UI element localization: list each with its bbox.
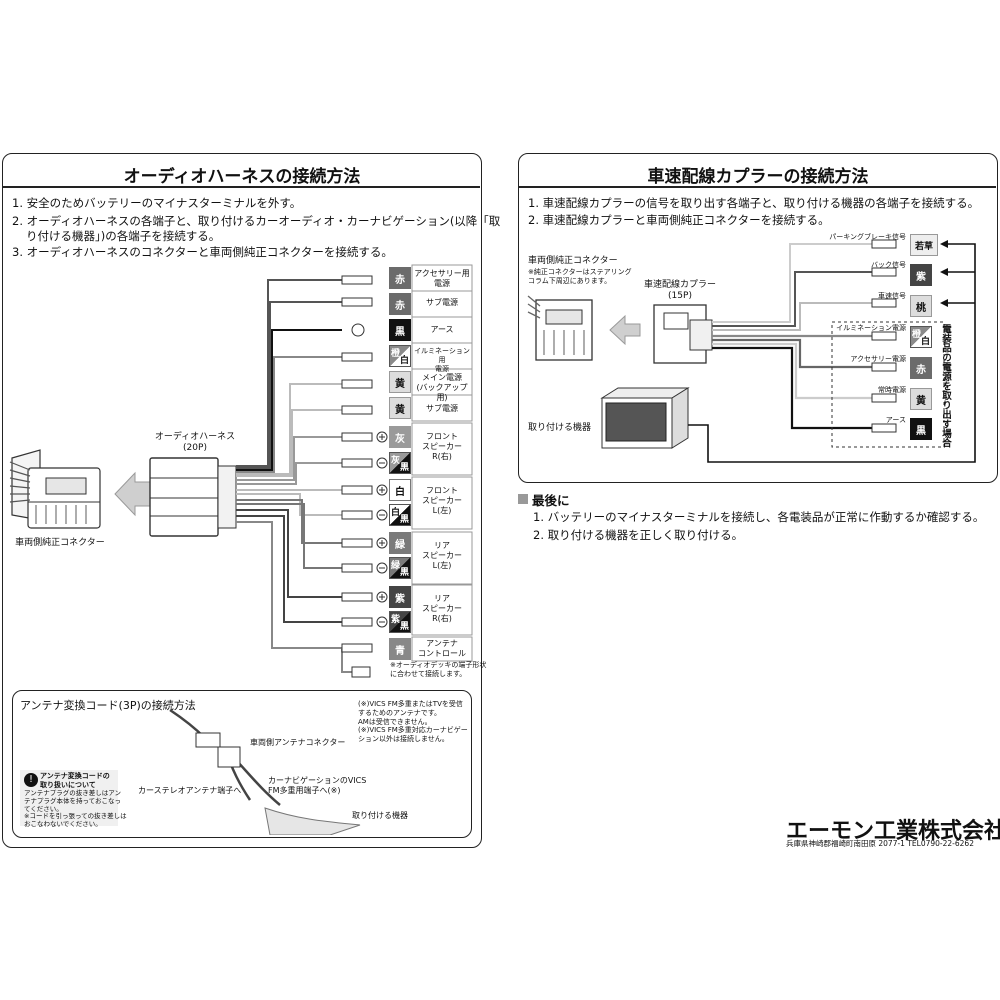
label-sub-power-red: サブ電源 [426, 298, 458, 307]
audio-harness-diagram [9, 264, 473, 678]
label-main-power: メイン電源 (バックアップ用) [416, 373, 468, 402]
vertical-note: 電装品の電源を取り出す場合 [940, 324, 951, 448]
company-address: 兵庫県神崎郡福崎町南田原 2077-1 TEL0790-22-6262 [786, 839, 974, 848]
antenna-title: アンテナ変換コード(3P)の接続方法 [20, 699, 196, 712]
wire-color-blue: 青 [389, 638, 411, 660]
wire-color-red-sub: 赤 [389, 293, 411, 315]
vehicle-antenna-label: 車両側アンテナコネクター [250, 738, 346, 747]
wire-color-purple-right: 紫 [910, 264, 932, 286]
left-title-divider [3, 186, 480, 188]
caution-icon: ! [24, 773, 38, 787]
left-step-3: 3. オーディオハーネスのコネクターと車両側純正コネクターを接続する。 [12, 245, 393, 259]
wire-color-black-right: 黒 [910, 418, 932, 440]
wire-color-green-black: 緑 黒 [389, 557, 411, 579]
finally-step-1: 1. バッテリーのマイナスターミナルを接続し、各電装品が正常に作動するか確認する… [533, 510, 985, 524]
label-rear-speaker-l: リア スピーカー L(左) [422, 541, 462, 570]
wire-color-black: 黒 [389, 319, 411, 341]
antenna-diagram [169, 708, 361, 835]
wire-color-purple-black: 紫 黒 [389, 611, 411, 633]
right-insert-arrow [609, 314, 641, 346]
label-ground-right: アース [885, 416, 906, 424]
wire-color-green: 緑 [389, 532, 411, 554]
wire-color-lightgreen: 若草 [910, 234, 938, 256]
label-front-speaker-l: フロント スピーカー L(左) [422, 486, 462, 515]
label-illumination-power: イルミネーション電源 [836, 324, 906, 332]
wire-color-gray-black: 灰 黒 [389, 452, 411, 474]
wire-color-orange-white-right: 橙 白 [910, 326, 932, 348]
label-sub-power-yellow: サブ電源 [426, 404, 458, 413]
antenna-device-label: 取り付ける機器 [352, 811, 408, 820]
wire-color-orange-white: 橙 白 [389, 345, 411, 367]
left-step-1: 1. 安全のためバッテリーのマイナスターミナルを外す。 [12, 196, 302, 210]
wire-color-yellow-right: 黄 [910, 388, 932, 410]
right-vehicle-connector-label: 車両側純正コネクター [528, 256, 618, 266]
insert-arrow [114, 471, 151, 517]
company-logo-name: エーモン工業株式会社 [786, 819, 1000, 844]
label-front-speaker-r: フロント スピーカー R(右) [422, 432, 462, 461]
label-constant-power: 常時電源 [878, 386, 906, 394]
speed-coupler-diagram [527, 239, 976, 463]
label-speed-signal: 車速信号 [878, 292, 906, 300]
wire-color-purple: 紫 [389, 586, 411, 608]
label-antenna-control: アンテナ コントロール [418, 639, 466, 658]
wire-color-white-black: 白 黒 [389, 504, 411, 526]
label-ground: アース [430, 325, 454, 334]
label-acc-power-right: アクセサリー電源 [850, 355, 906, 363]
head-unit-drawing [600, 387, 690, 449]
label-rear-speaker-r: リア スピーカー R(右) [422, 594, 462, 623]
antenna-note-2: (※)VICS FM多重対応カーナビゲー ション以外は接続しません。 [358, 726, 468, 744]
caution-body: アンテナプラグの抜き差しはアン テナプラグ本体を持っておこなっ てください。 ※… [24, 789, 127, 829]
speed-coupler-title: 車速配線カプラーの接続方法 [647, 167, 869, 187]
wire-color-gray: 灰 [389, 426, 411, 448]
label-parking-brake: パーキングブレーキ信号 [829, 233, 906, 241]
right-vehicle-connector-note: ※純正コネクターはステアリング コラム下周辺にあります。 [528, 268, 632, 286]
left-step-2: 2. オーディオハーネスの各端子と、取り付けるカーオーディオ・カーナビゲーション… [12, 214, 501, 228]
navi-terminal-label: カーナビゲーションのVICS FM多重用端子へ(※) [268, 776, 367, 796]
right-step-1: 1. 車速配線カプラーの信号を取り出す各端子と、取り付ける機器の各端子を接続する… [528, 196, 980, 210]
finally-step-2: 2. 取り付ける機器を正しく取り付ける。 [533, 528, 744, 542]
coupler-drawing [653, 304, 713, 364]
left-step-2b: り付ける機器」)の各端子を接続する。 [26, 229, 221, 243]
antenna-note-1: (※)VICS FM多重またはTVを受信 するためのアンテナです。 AMは受信で… [358, 700, 463, 727]
wire-color-pink: 桃 [910, 295, 932, 317]
right-device-label: 取り付ける機器 [528, 423, 592, 433]
deck-note: ※オーディオデッキの端子形状 に合わせて接続します。 [390, 661, 487, 679]
finally-square-icon [518, 494, 528, 504]
wire-color-white: 白 [389, 479, 411, 501]
label-illumination: イルミネーション用 電源 [414, 347, 470, 373]
finally-title: 最後に [532, 493, 570, 508]
wire-color-red-acc: 赤 [389, 267, 411, 289]
vehicle-connector-label: 車両側純正コネクター [15, 538, 105, 548]
caution-title: アンテナ変換コードの 取り扱いについて [40, 772, 110, 790]
wire-color-yellow-sub: 黄 [389, 397, 411, 419]
car-stereo-terminal-label: カーステレオアンテナ端子へ [138, 786, 242, 795]
coupler-name: 車速配線カプラー (15P) [643, 280, 716, 302]
wire-color-red-right: 赤 [910, 357, 932, 379]
right-vehicle-connector-drawing [527, 295, 593, 361]
right-step-2: 2. 車速配線カプラーと車両側純正コネクターを接続する。 [528, 213, 830, 227]
label-back-signal: バック信号 [871, 261, 906, 269]
right-title-divider [519, 186, 996, 188]
wire-color-yellow-main: 黄 [389, 371, 411, 393]
label-acc-power: アクセサリー用 電源 [414, 269, 470, 288]
vehicle-connector-drawing [9, 449, 101, 529]
audio-harness-title: オーディオハーネスの接続方法 [123, 167, 361, 187]
harness-connector-drawing [149, 457, 237, 537]
harness-name: オーディオハーネス (20P) [154, 432, 236, 454]
